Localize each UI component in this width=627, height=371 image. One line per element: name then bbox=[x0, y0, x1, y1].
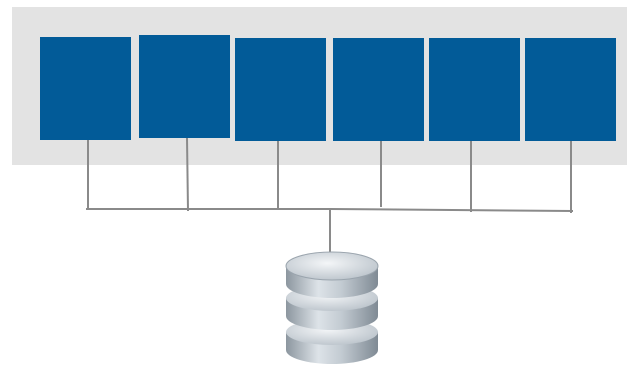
node-block-6 bbox=[525, 38, 616, 141]
node-block-5 bbox=[429, 38, 520, 141]
database-icon bbox=[282, 248, 382, 366]
node-block-4 bbox=[333, 38, 424, 141]
node-block-3 bbox=[235, 38, 326, 141]
database-platter-1 bbox=[285, 251, 379, 298]
node-block-2 bbox=[139, 35, 230, 138]
node-block-1 bbox=[40, 37, 131, 140]
connector-drop-2 bbox=[186, 137, 189, 212]
